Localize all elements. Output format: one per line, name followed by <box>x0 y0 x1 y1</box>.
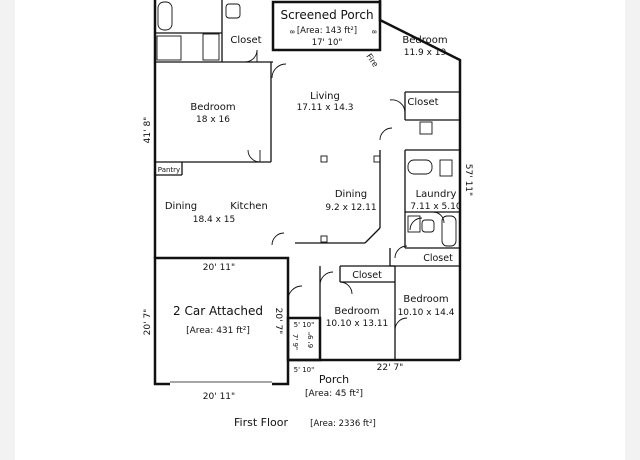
interior-walls <box>155 0 460 360</box>
dining-center-dim: 9.2 x 12.11 <box>325 203 376 213</box>
dim-right: 57' 11" <box>463 164 473 196</box>
dim-garage-bottom: 20' 11" <box>203 392 235 402</box>
shower-icon <box>156 35 182 61</box>
bedroom-top-right-dim: 11.9 x 19 <box>404 48 447 58</box>
toilet-icon <box>225 3 241 19</box>
screened-porch-name: Screened Porch <box>280 8 373 22</box>
dim-porch-right: 6' 9" <box>307 332 315 348</box>
pantry-name: Pantry <box>158 166 180 174</box>
laundry-name: Laundry <box>416 189 457 200</box>
dim-left-upper: 41' 8" <box>143 117 153 144</box>
bedroom-top-right-name: Bedroom <box>402 35 447 46</box>
porch-side-mark-right: 8 <box>370 30 377 34</box>
dining-left-name: Dining <box>165 201 197 212</box>
dim-porch-left: 7' 9" <box>291 334 299 350</box>
bedroom-bottom-center-dim: 10.10 x 13.11 <box>326 319 389 329</box>
closet-right-lower-name: Closet <box>423 253 453 264</box>
garage-area: [Area: 431 ft²] <box>186 326 250 336</box>
closet-top-left-name: Closet <box>230 35 261 46</box>
toilet-lower-icon <box>421 219 435 233</box>
column-icon <box>320 155 328 163</box>
floor-total-area: [Area: 2336 ft²] <box>310 419 376 429</box>
closet-right-upper-name: Closet <box>407 97 438 108</box>
sink-lower-icon <box>407 215 421 233</box>
kitchen-name: Kitchen <box>230 201 268 212</box>
screened-porch-dim: 17' 10" <box>312 38 343 48</box>
floor-plan-page <box>15 0 625 460</box>
laundry-dim: 7.11 x 5.10 <box>410 202 461 212</box>
sink-icon <box>419 121 433 135</box>
screened-porch-area: [Area: 143 ft²] <box>297 26 357 36</box>
dim-bottom-right: 22' 7" <box>377 363 404 373</box>
living-dim: 17.11 x 14.3 <box>297 103 354 113</box>
dim-garage-right: 20' 7" <box>273 308 283 335</box>
column-icon <box>320 235 328 243</box>
closet-center-lower-name: Closet <box>352 270 382 281</box>
living-name: Living <box>310 91 340 102</box>
dining-center-name: Dining <box>335 189 367 200</box>
column-icon <box>373 155 381 163</box>
dim-porch-bottom: 5' 10" <box>294 366 315 374</box>
bedroom-left-dim: 18 x 16 <box>196 115 230 125</box>
porch-area: [Area: 45 ft²] <box>305 389 363 399</box>
bedroom-bottom-right-name: Bedroom <box>403 294 448 305</box>
door-swings <box>244 49 445 331</box>
porch-name: Porch <box>319 373 349 386</box>
dim-left-lower: 20' 7" <box>143 309 153 336</box>
tub-lower-icon <box>441 215 457 247</box>
garage-name: 2 Car Attached <box>173 304 263 318</box>
bedroom-bottom-right-dim: 10.10 x 14.4 <box>398 308 455 318</box>
bedroom-left-name: Bedroom <box>190 102 235 113</box>
bathtub-icon <box>157 1 173 31</box>
dim-porch-top: 5' 10" <box>294 321 315 329</box>
bedroom-bottom-center-name: Bedroom <box>334 306 379 317</box>
fire-label: Fire <box>364 52 380 69</box>
dim-garage-top: 20' 11" <box>203 263 235 273</box>
laundry-tub-icon <box>407 159 433 175</box>
double-sink-icon <box>202 33 220 61</box>
porch-side-mark-left: 8 <box>288 30 295 34</box>
kitchen-dim: 18.4 x 15 <box>193 215 236 225</box>
fixtures <box>156 1 457 247</box>
washer-icon <box>439 159 453 177</box>
floor-title: First Floor <box>234 416 288 429</box>
